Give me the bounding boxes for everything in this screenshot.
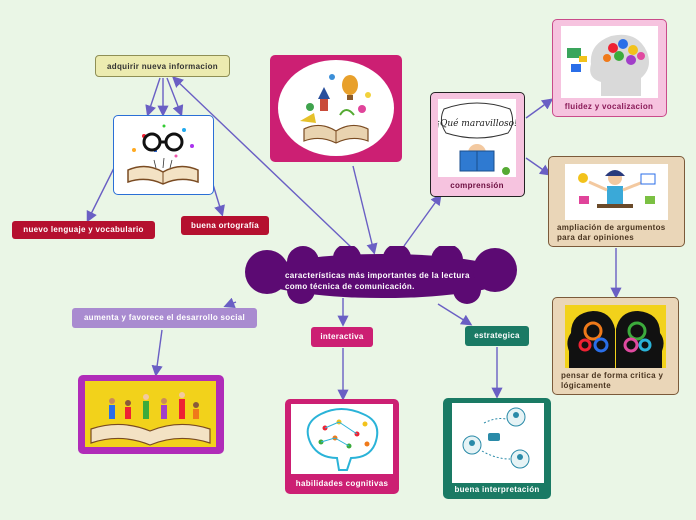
- image-reading-book-magic: [270, 55, 402, 162]
- node-estrategica[interactable]: estrategica: [465, 326, 529, 346]
- image-que-maravilloso: ¡Qué maravilloso!: [438, 99, 516, 177]
- image-people-communication: [452, 403, 544, 483]
- image-head-brain-colors: [561, 26, 658, 98]
- link-comprension-argumentos: [525, 157, 552, 176]
- comprension-label: comprensión: [450, 181, 504, 190]
- node-nuevo-lenguaje[interactable]: nuevo lenguaje y vocabulario: [12, 221, 155, 239]
- link-central-social: [223, 297, 237, 309]
- image-popup-book-people: [78, 375, 224, 454]
- node-buena-ortografia[interactable]: buena ortografía: [181, 216, 269, 235]
- fluidez-label: fluidez y vocalizacion: [564, 102, 654, 111]
- node-ampliacion-argumentos[interactable]: ampliación de argumentos para dar opinio…: [548, 156, 685, 247]
- image-brain-network: [291, 404, 393, 474]
- magic-book-illustration: [278, 60, 394, 156]
- link-adquirir-image1: [145, 77, 161, 117]
- node-comprension[interactable]: ¡Qué maravilloso! comprensión: [430, 92, 525, 197]
- node-adquirir-informacion[interactable]: adquirir nueva informacion: [95, 55, 230, 77]
- link-comprension-fluidez: [525, 98, 554, 119]
- habilidades-label: habilidades cognitivas: [295, 479, 389, 488]
- link-central-adquirir: [171, 76, 353, 249]
- image-heads-gears: [565, 305, 666, 368]
- interpretacion-label: buena interpretación: [454, 485, 540, 494]
- argumentos-label: ampliación de argumentos para dar opinio…: [557, 223, 666, 242]
- que-maravilloso-text: ¡Qué maravilloso!: [438, 118, 516, 129]
- central-topic-text: características más importantes de la le…: [285, 271, 470, 291]
- node-habilidades-cognitivas[interactable]: habilidades cognitivas: [285, 399, 399, 494]
- link-image-lenguaje: [86, 167, 115, 223]
- link-adquirir-image3: [166, 77, 184, 117]
- image-woman-multitasking: [565, 164, 668, 220]
- link-central-comprension: [403, 193, 442, 247]
- node-pensar-critica[interactable]: pensar de forma critica y lógicamente: [552, 297, 679, 395]
- link-central-topimage: [352, 165, 378, 255]
- node-interactiva[interactable]: interactiva: [311, 327, 373, 347]
- image-book-glasses: [113, 115, 214, 195]
- book-glasses-illustration: [127, 124, 199, 185]
- node-buena-interpretacion[interactable]: buena interpretación: [443, 398, 551, 499]
- central-topic-cloud[interactable]: [237, 246, 529, 306]
- critica-label: pensar de forma critica y lógicamente: [561, 371, 664, 390]
- link-social-image: [151, 329, 163, 377]
- node-desarrollo-social[interactable]: aumenta y favorece el desarrollo social: [72, 308, 257, 328]
- node-fluidez-vocalizacion[interactable]: fluidez y vocalizacion: [552, 19, 667, 117]
- link-central-estrategica: [437, 303, 473, 326]
